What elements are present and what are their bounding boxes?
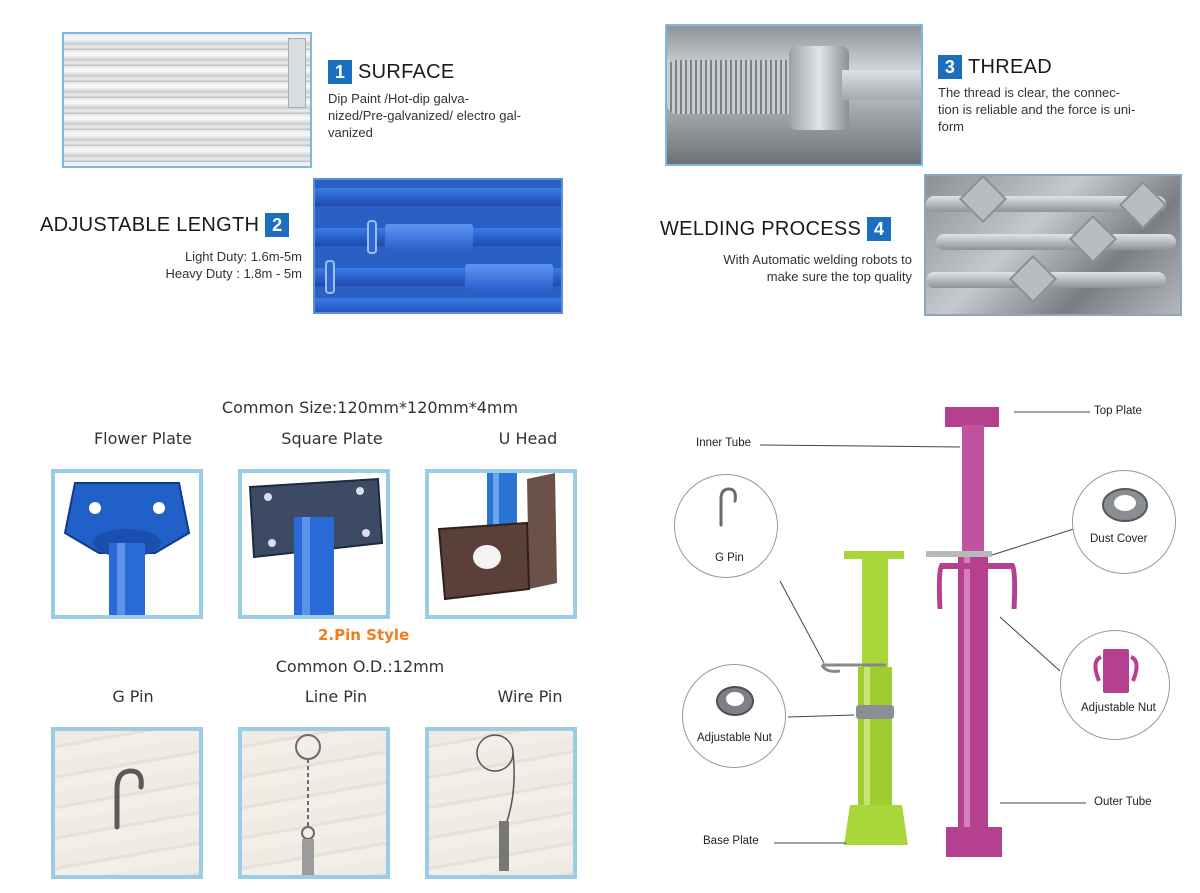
dust-cover-callout	[1072, 470, 1176, 574]
flower-plate-photo	[51, 469, 203, 619]
pin-label-g: G Pin	[112, 687, 154, 706]
length-description: Light Duty: 1.6m-5m Heavy Duty : 1.8m - …	[130, 248, 302, 282]
head-label-flower: Flower Plate	[93, 429, 193, 448]
surface-description: Dip Paint /Hot-dip galva- nized/Pre-galv…	[328, 90, 521, 141]
common-od-label: Common O.D.:12mm	[275, 657, 445, 676]
adjustable-nut-left-callout	[682, 664, 786, 768]
pin-label-line: Line Pin	[304, 687, 368, 706]
prop-diagram	[759, 407, 1090, 857]
length-desc-line: Heavy Duty : 1.8m - 5m	[165, 266, 302, 281]
thread-desc-line: The thread is clear, the connec-	[938, 85, 1121, 100]
square-plate-photo	[238, 469, 390, 619]
surface-desc-line: nized/Pre-galvanized/ electro gal-	[328, 108, 521, 123]
length-title: ADJUSTABLE LENGTH	[40, 213, 260, 236]
badge-3: 3	[938, 55, 962, 79]
blue-props-photo	[313, 178, 563, 314]
welding-heading: WELDING PROCESS 4	[660, 217, 892, 241]
surface-heading: 1 SURFACE	[328, 60, 455, 84]
surface-photo	[62, 32, 312, 168]
surface-desc-line: Dip Paint /Hot-dip galva-	[328, 91, 469, 106]
welding-description: With Automatic welding robots to make su…	[660, 251, 912, 285]
dust-cover-label: Dust Cover	[1090, 533, 1148, 545]
line-pin-photo	[238, 727, 390, 879]
g-pin-photo	[51, 727, 203, 879]
top-plate-label: Top Plate	[1094, 405, 1142, 417]
length-heading: ADJUSTABLE LENGTH 2	[40, 213, 290, 237]
surface-title: SURFACE	[358, 60, 455, 83]
adjustable-nut-right-callout	[1060, 630, 1170, 740]
thread-desc-line: tion is reliable and the force is uni-	[938, 102, 1136, 117]
head-label-square: Square Plate	[281, 429, 383, 448]
badge-4: 4	[867, 217, 892, 241]
common-size-label: Common Size:120mm*120mm*4mm	[221, 398, 519, 417]
welding-desc-line: make sure the top quality	[766, 269, 912, 284]
thread-title: THREAD	[968, 55, 1053, 78]
head-label-uhead: U Head	[498, 429, 558, 448]
badge-1: 1	[328, 60, 352, 84]
length-desc-line: Light Duty: 1.6m-5m	[184, 249, 302, 264]
g-pin-callout	[674, 474, 778, 578]
surface-desc-line: vanized	[328, 125, 373, 140]
welding-title: WELDING PROCESS	[660, 217, 862, 240]
pin-label-wire: Wire Pin	[497, 687, 563, 706]
pin-style-title: 2.Pin Style	[318, 626, 410, 644]
g-pin-label: G Pin	[715, 552, 744, 564]
thread-heading: 3 THREAD	[938, 55, 1052, 79]
adjustable-nut-right-label: Adjustable Nut	[1081, 702, 1156, 714]
badge-2: 2	[265, 213, 290, 237]
welding-desc-line: With Automatic welding robots to	[723, 252, 912, 267]
thread-description: The thread is clear, the connec- tion is…	[938, 84, 1135, 135]
clamp-shape	[288, 38, 306, 108]
outer-tube-label: Outer Tube	[1094, 796, 1152, 808]
u-head-photo	[425, 469, 577, 619]
wire-pin-photo	[425, 727, 577, 879]
adjustable-nut-left-label: Adjustable Nut	[697, 732, 772, 744]
thread-photo	[665, 24, 923, 166]
inner-tube-label: Inner Tube	[696, 437, 751, 449]
base-plate-label: Base Plate	[703, 835, 759, 847]
welding-photo	[924, 174, 1182, 316]
thread-desc-line: form	[938, 119, 964, 134]
